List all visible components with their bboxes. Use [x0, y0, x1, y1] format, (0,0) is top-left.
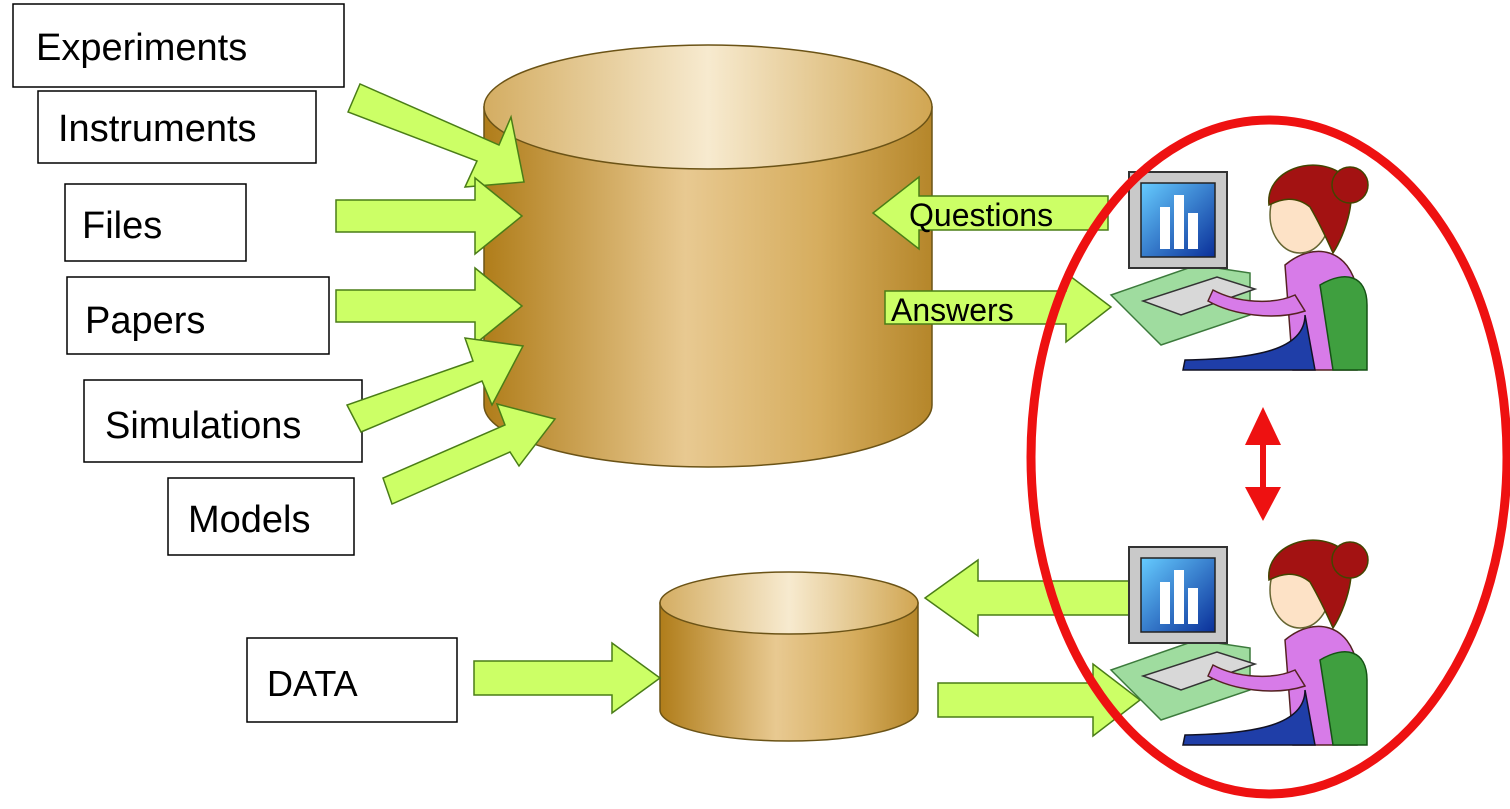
source-label-models: Models: [188, 499, 311, 541]
source-label-papers: Papers: [85, 300, 205, 342]
source-box-models: Models: [167, 477, 355, 556]
arrow-questions-to-database: Questions: [871, 175, 1109, 251]
source-box-experiments: Experiments: [12, 3, 345, 88]
source-box-instruments: Instruments: [37, 90, 317, 164]
source-box-simulations: Simulations: [83, 379, 363, 463]
arrow-models-to-database: [382, 402, 557, 506]
arrow-answers-to-user: Answers: [884, 271, 1113, 344]
answers-label: Answers: [891, 292, 1014, 328]
questions-label: Questions: [909, 197, 1053, 233]
person-at-computer-icon-bottom: [1109, 539, 1369, 746]
source-box-data: DATA: [246, 637, 458, 723]
source-label-simulations: Simulations: [105, 405, 301, 447]
source-box-papers: Papers: [66, 276, 330, 355]
small-database-icon: [659, 571, 919, 742]
source-label-files: Files: [82, 205, 162, 247]
arrow-data-to-small-database: [473, 641, 662, 715]
source-label-data: DATA: [267, 663, 358, 704]
source-label-experiments: Experiments: [36, 27, 247, 69]
arrow-papers-to-database: [335, 266, 524, 346]
large-database-icon: [483, 44, 933, 468]
double-arrow-icon: [1245, 407, 1281, 521]
source-label-instruments: Instruments: [58, 108, 257, 150]
users-highlight-ellipse: [1026, 115, 1510, 799]
source-box-files: Files: [64, 183, 247, 262]
arrow-simulations-to-database: [345, 337, 525, 433]
arrow-experiments-to-database: [347, 83, 525, 188]
arrow-files-to-database: [335, 176, 524, 256]
person-at-computer-icon: [1109, 164, 1369, 371]
